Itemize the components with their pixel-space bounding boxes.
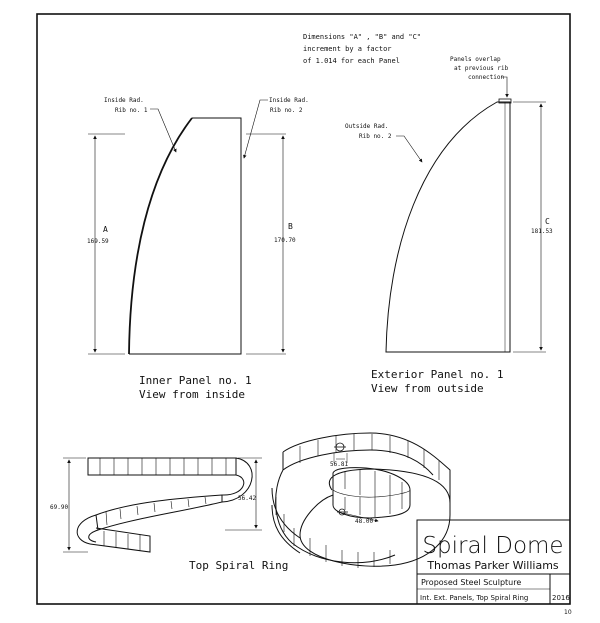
dim-a-letter: A [103, 225, 108, 234]
exterior-panel-caption-1: Exterior Panel no. 1 [371, 368, 503, 381]
inner-panel-caption-2: View from inside [139, 388, 245, 401]
label-outside-rad-line-1: Outside Rad. [345, 123, 388, 130]
inner-panel-outline [129, 117, 242, 355]
inner-panel-curve-rib-1 [128, 117, 193, 355]
label-outside-rad-line-2: Rib no. 2 [359, 133, 392, 140]
dim-top-line [333, 453, 348, 463]
ring-caption: Top Spiral Ring [189, 559, 288, 572]
leader-overlap [501, 76, 509, 98]
note-line-2: increment by a factor [303, 45, 392, 53]
title-block: Spiral Dome Thomas Parker Williams Propo… [416, 519, 571, 605]
dim-ring-radius-value: 48.00 [355, 518, 373, 525]
exterior-panel-outline [385, 101, 511, 353]
dim-b-value: 170.70 [274, 237, 296, 244]
label-overlap-line-2: at previous rib [454, 65, 509, 72]
dim-c-letter: C [545, 217, 550, 226]
leader-rib-2 [243, 99, 268, 159]
exterior-panel-view: C 181.53 Panels overlap at previous rib … [345, 56, 553, 395]
title-block-title: Spiral Dome [422, 533, 563, 559]
sheet-border [36, 13, 571, 605]
title-block-contents: Int. Ext. Panels, Top Spiral Ring [420, 594, 528, 602]
note-line-1: Dimensions "A" , "B" and "C" [303, 33, 421, 41]
label-inside-rad-1-line-2: Rib no. 1 [115, 107, 148, 114]
label-overlap-line-1: Panels overlap [450, 56, 501, 63]
exterior-panel-caption-2: View from outside [371, 382, 484, 395]
leader-outside-rad [396, 135, 423, 163]
title-block-author: Thomas Parker Williams [426, 559, 559, 572]
dim-radius-line [342, 512, 379, 523]
factor-note: Dimensions "A" , "B" and "C" increment b… [303, 33, 421, 65]
title-block-year: 2016 [552, 594, 570, 602]
inner-panel-caption-1: Inner Panel no. 1 [139, 374, 252, 387]
dim-ring-inner-value: 56.42 [238, 495, 256, 502]
leader-rib-1 [150, 108, 177, 153]
label-inside-rad-2-line-1: Inside Rad. [269, 97, 309, 104]
label-overlap-line-3: connection [468, 74, 505, 81]
dim-b-letter: B [288, 222, 293, 231]
dim-ring-height-value: 69.90 [50, 504, 68, 511]
page-number: 10 [564, 609, 572, 616]
ring-side-view: 69.90 56.42 Top Spiral Ring [50, 457, 288, 572]
label-inside-rad-1-line-1: Inside Rad. [104, 97, 144, 104]
dim-ring-top-value: 56.81 [330, 461, 348, 468]
dim-c-value: 181.53 [531, 228, 553, 235]
title-block-subtitle: Proposed Steel Sculpture [421, 578, 521, 587]
label-inside-rad-2-line-2: Rib no. 2 [270, 107, 303, 114]
dim-a-value: 169.59 [87, 238, 109, 245]
ring-isometric-view: 56.81 48.00 [271, 432, 451, 568]
inner-panel-view: A 169.59 B 170.70 Inside Rad. Rib no. 1 … [87, 97, 309, 401]
note-line-3: of 1.014 for each Panel [303, 57, 400, 65]
